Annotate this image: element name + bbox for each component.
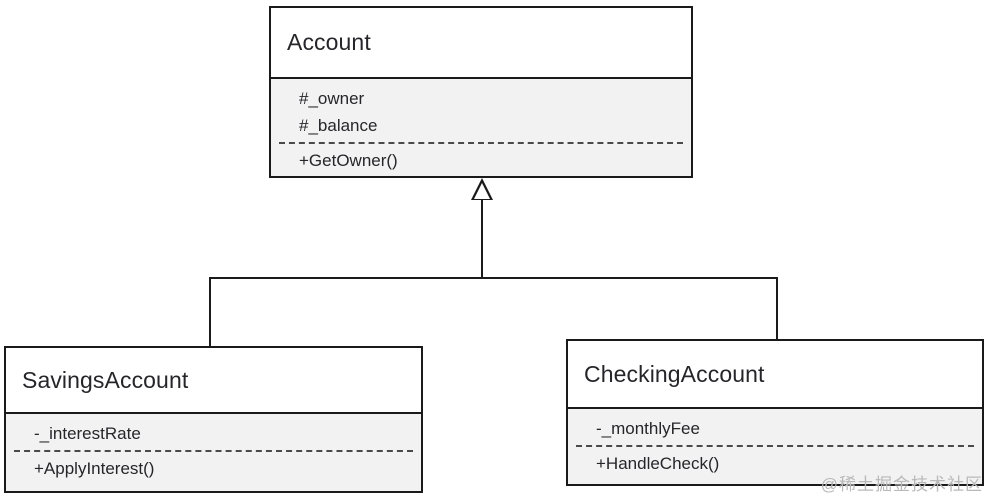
attributes-compartment-account: #_owner #_balance	[271, 85, 691, 139]
operations-compartment-checking-account: +HandleCheck()	[568, 450, 982, 477]
class-box-savings-account[interactable]: SavingsAccount -_interestRate +ApplyInte…	[4, 346, 423, 493]
operation-item: +HandleCheck()	[596, 454, 720, 473]
class-name-account: Account	[287, 29, 371, 55]
class-header-account: Account	[271, 8, 691, 79]
generalization-crossbar-line	[209, 277, 778, 279]
attribute-item: #_owner	[299, 89, 365, 108]
class-name-checking-account: CheckingAccount	[584, 360, 765, 387]
attributes-compartment-savings-account: -_interestRate	[6, 420, 421, 447]
attributes-compartment-checking-account: -_monthlyFee	[568, 415, 982, 442]
generalization-stem-line	[481, 200, 483, 278]
compartment-separator	[279, 142, 683, 144]
class-box-checking-account[interactable]: CheckingAccount -_monthlyFee +HandleChec…	[566, 339, 984, 486]
triangle-fill-icon	[474, 183, 490, 199]
class-header-savings-account: SavingsAccount	[6, 348, 421, 414]
class-header-checking-account: CheckingAccount	[568, 341, 982, 409]
class-box-account[interactable]: Account #_owner #_balance +GetOwner()	[269, 6, 693, 178]
class-body-checking-account: -_monthlyFee +HandleCheck()	[568, 409, 982, 484]
compartment-separator	[576, 445, 974, 447]
operations-compartment-savings-account: +ApplyInterest()	[6, 455, 421, 482]
generalization-branch-left-line	[209, 277, 211, 346]
operation-item: +GetOwner()	[299, 151, 398, 170]
class-name-savings-account: SavingsAccount	[22, 366, 189, 393]
compartment-separator	[14, 450, 413, 452]
class-body-savings-account: -_interestRate +ApplyInterest()	[6, 414, 421, 491]
attribute-item: -_monthlyFee	[596, 419, 700, 438]
attribute-item: -_interestRate	[34, 424, 141, 443]
operation-item: +ApplyInterest()	[34, 459, 155, 478]
watermark-text: @稀土掘金技术社区	[820, 475, 983, 494]
generalization-branch-right-line	[776, 277, 778, 339]
operations-compartment-account: +GetOwner()	[271, 147, 691, 174]
class-body-account: #_owner #_balance +GetOwner()	[271, 79, 691, 176]
attribute-item: #_balance	[299, 116, 378, 135]
